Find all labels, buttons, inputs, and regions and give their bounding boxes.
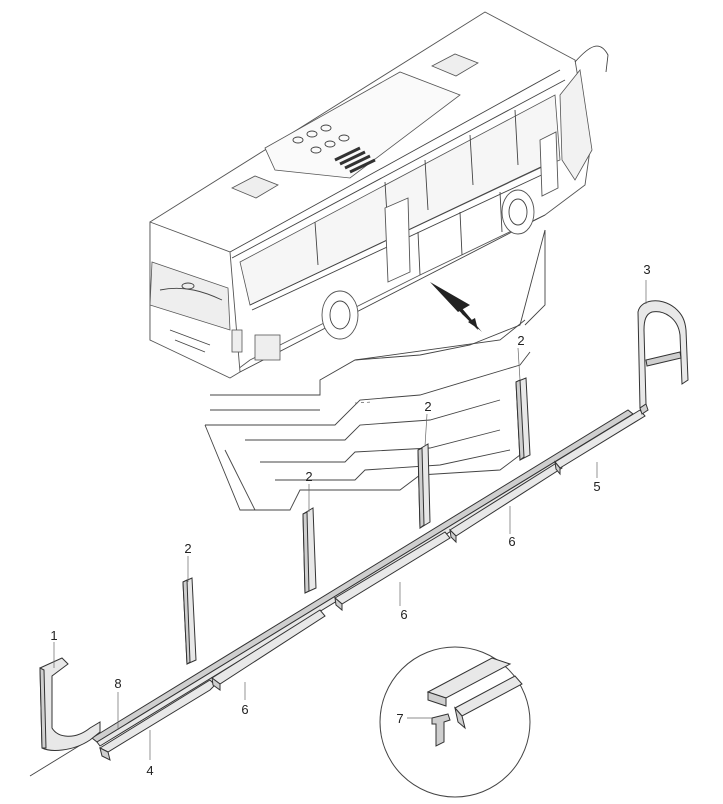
pillar-trim-2-left (182, 577, 197, 665)
callout-4: 4 (146, 763, 153, 778)
detail-inset (379, 646, 531, 798)
callout-2-left: 2 (184, 541, 191, 556)
callout-2-right: 2 (517, 333, 524, 348)
callout-6-right: 6 (508, 534, 515, 549)
leader-lines (53, 280, 647, 760)
callout-7: 7 (396, 711, 403, 726)
trim-segment-6-middle (334, 531, 451, 612)
pillar-trim-2-center-left (302, 507, 317, 594)
callout-6-middle: 6 (400, 607, 407, 622)
callout-2-center-left: 2 (305, 469, 312, 484)
door-arch-3 (637, 300, 689, 415)
trim-segment-4 (98, 679, 216, 761)
trim-segment-5 (554, 409, 646, 476)
side-panel-outline (204, 229, 546, 511)
pillar-trim-2-center-right (417, 443, 431, 529)
callout-6-left: 6 (241, 702, 248, 717)
callout-5: 5 (593, 479, 600, 494)
callout-2-center-right: 2 (424, 399, 431, 414)
callout-labels: 1 2 2 2 2 3 4 5 6 6 6 7 8 (50, 262, 650, 778)
roof-vents (292, 124, 376, 174)
direction-arrow (430, 282, 482, 332)
callout-1: 1 (50, 628, 57, 643)
side-molding-strip (29, 409, 637, 777)
trim-segment-6-left (211, 609, 326, 691)
pillar-trim-2-right (515, 377, 531, 461)
callout-8: 8 (114, 676, 121, 691)
callout-3: 3 (643, 262, 650, 277)
bus-illustration (149, 11, 609, 379)
trim-segment-6-right (449, 461, 563, 544)
end-cap-1 (39, 657, 101, 751)
